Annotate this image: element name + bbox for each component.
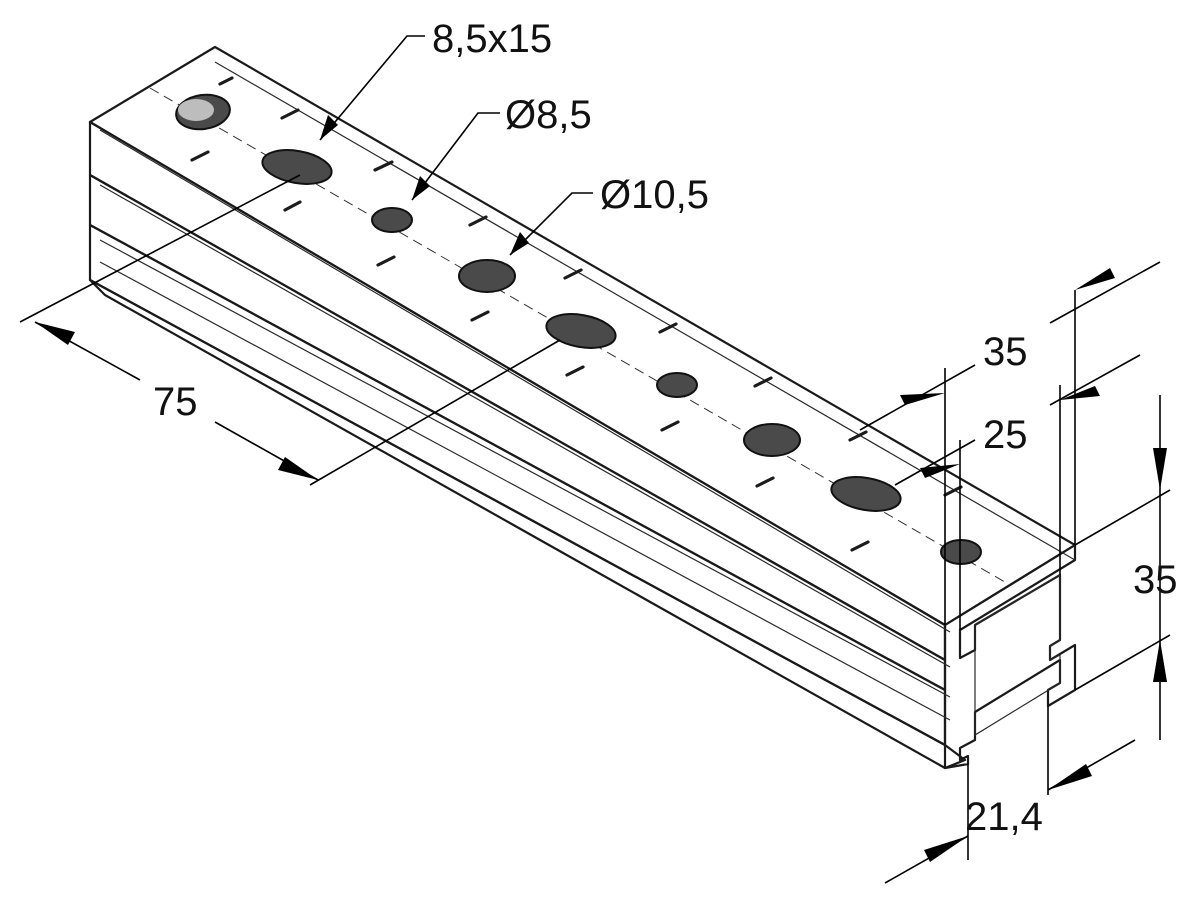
small-hole (940, 539, 982, 565)
perforations (175, 76, 982, 565)
slot-hole (261, 149, 333, 185)
small-hole (371, 207, 413, 233)
label-hole-small: Ø8,5 (505, 93, 592, 137)
label-height: 35 (1133, 558, 1178, 602)
label-slot-opening: 25 (983, 413, 1028, 457)
channel-lip (88, 278, 967, 770)
channel-side-upper (88, 120, 947, 662)
large-hole (743, 423, 801, 457)
label-lip-depth: 21,4 (965, 795, 1043, 839)
label-hole-spacing: 75 (153, 380, 198, 424)
slot-hole (830, 476, 902, 512)
large-hole (458, 259, 516, 293)
hole-end (175, 93, 231, 131)
channel-interior (974, 573, 1061, 737)
label-hole-large: Ø10,5 (600, 173, 709, 217)
channel-profile (88, 45, 1077, 770)
channel-end-face (943, 543, 1077, 770)
label-width-top: 35 (983, 330, 1028, 374)
slot-hole (545, 313, 617, 349)
dimension-labels: 8,5x15 Ø8,5 Ø10,5 75 35 25 35 21,4 (153, 17, 1178, 839)
slits (190, 76, 963, 552)
small-hole (656, 372, 698, 398)
label-slot-size: 8,5x15 (432, 17, 552, 61)
dimension-lines (19, 35, 1171, 884)
